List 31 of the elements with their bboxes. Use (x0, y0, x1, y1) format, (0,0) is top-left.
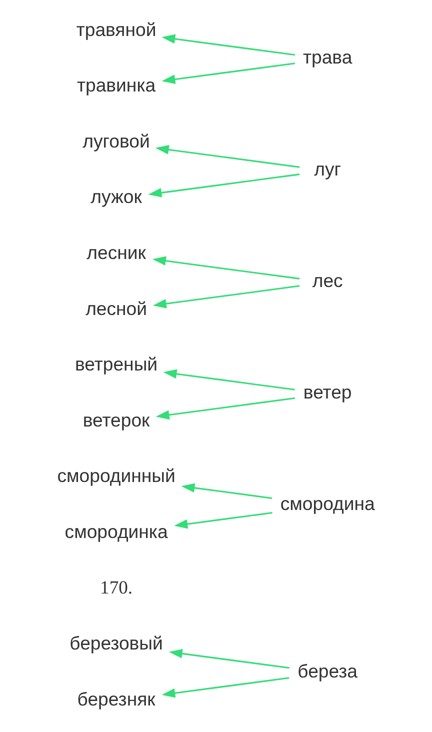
arrow (155, 145, 300, 168)
arrow (152, 285, 300, 308)
node-text: лесник (86, 242, 146, 263)
node-text: ветерок (82, 409, 150, 430)
arrow (163, 369, 295, 390)
node-text: березовый (70, 632, 163, 654)
node-text: березняк (77, 688, 156, 710)
node-text: луг (314, 158, 342, 180)
node-text: береза (298, 660, 358, 682)
node-text: смородинный (57, 465, 176, 486)
node-text: лесной (86, 298, 148, 319)
node-text: лужок (90, 186, 142, 208)
arrow (168, 648, 290, 669)
arrow (148, 174, 300, 198)
arrow (162, 677, 290, 698)
node-text: лес (312, 270, 343, 291)
node-text: ветер (303, 381, 352, 402)
arrow (152, 256, 300, 280)
node-text: смородина (280, 493, 375, 514)
arrow (174, 512, 272, 529)
node-text: смородинка (64, 520, 168, 542)
node-text: трава (303, 46, 352, 68)
arrow (162, 34, 296, 56)
node-text: луговой (82, 130, 150, 152)
node-text: травяной (76, 18, 156, 40)
arrow (181, 483, 272, 499)
node-text: ветреный (75, 354, 158, 375)
arrow (162, 62, 296, 84)
node-text: травинка (77, 74, 156, 96)
label: 170. (100, 578, 133, 599)
arrow (156, 397, 296, 420)
